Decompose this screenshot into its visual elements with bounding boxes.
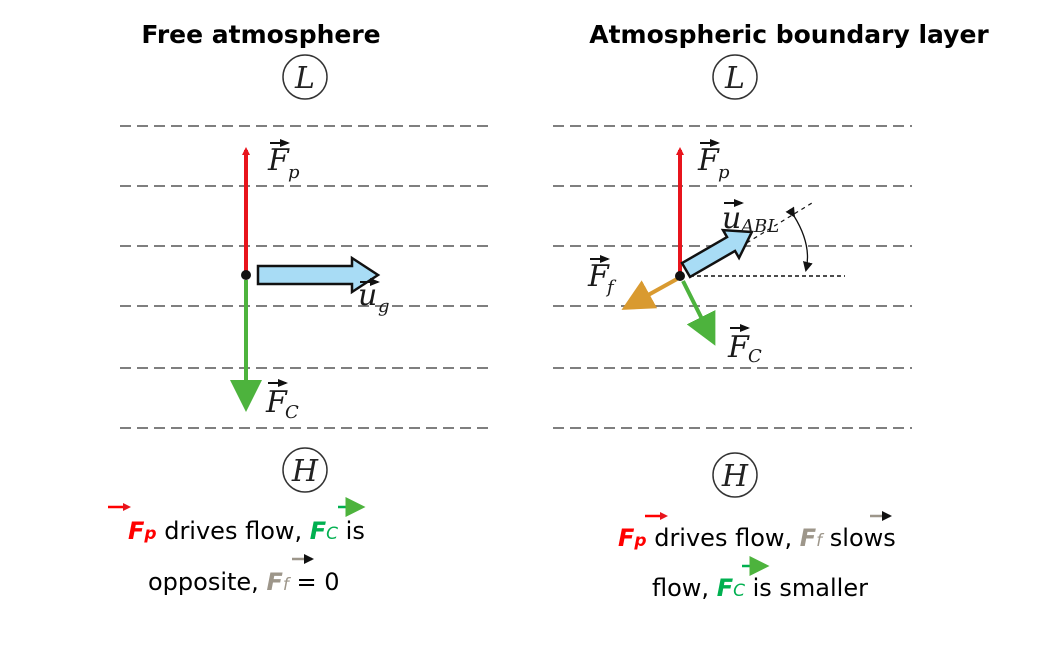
svg-text:F: F	[727, 330, 750, 365]
coriolis-force-arrow	[681, 280, 716, 346]
ff-label: Ff	[587, 255, 617, 298]
flow-direction-line	[739, 202, 813, 248]
parcel-dot	[241, 270, 251, 280]
isobars	[120, 125, 488, 429]
parcel-dot	[675, 271, 685, 281]
high-pressure-label: H	[291, 454, 319, 489]
svg-text:p: p	[288, 162, 300, 183]
panel-title: Free atmosphere	[141, 20, 380, 49]
svg-text:flow, FC is smaller: flow, FC is smaller	[652, 574, 868, 602]
svg-text:f: f	[605, 277, 617, 298]
friction-force-arrow	[621, 277, 678, 310]
angle-arc	[785, 206, 813, 272]
wind-vector-arrow	[680, 228, 754, 279]
low-pressure-label: L	[724, 61, 745, 96]
fc-label: FC	[265, 379, 299, 423]
high-pressure-circle	[712, 452, 758, 498]
svg-text:opposite, Ff = 0: opposite, Ff = 0	[148, 568, 340, 596]
svg-text:u: u	[722, 201, 741, 236]
panel-title: Atmospheric boundary layer	[589, 20, 989, 49]
left-caption: Fp drives flow, FC is opposite, Ff = 0	[108, 497, 366, 596]
svg-text:p: p	[718, 162, 730, 183]
svg-text:F: F	[265, 385, 288, 420]
svg-text:F: F	[587, 259, 610, 294]
low-pressure-label: L	[294, 61, 315, 96]
svg-text:g: g	[378, 296, 390, 317]
svg-text:F: F	[267, 143, 290, 178]
low-pressure-circle	[282, 54, 328, 100]
wind-vector-arrow	[256, 255, 381, 295]
svg-text:u: u	[358, 278, 377, 313]
svg-text:F: F	[697, 143, 720, 178]
low-pressure-circle	[712, 54, 758, 100]
right-caption: Fp drives flow, Ff slows flow, FC is sma…	[618, 511, 896, 602]
svg-text:C: C	[285, 402, 299, 423]
svg-text:ABL: ABL	[739, 216, 779, 237]
svg-text:C: C	[748, 346, 762, 367]
high-pressure-circle	[282, 447, 328, 493]
high-pressure-label: H	[721, 459, 749, 494]
svg-text:Fp drives flow, FC is: Fp drives flow, FC is	[128, 517, 365, 545]
svg-text:Fp drives flow, Ff slows: Fp drives flow, Ff slows	[618, 524, 896, 552]
